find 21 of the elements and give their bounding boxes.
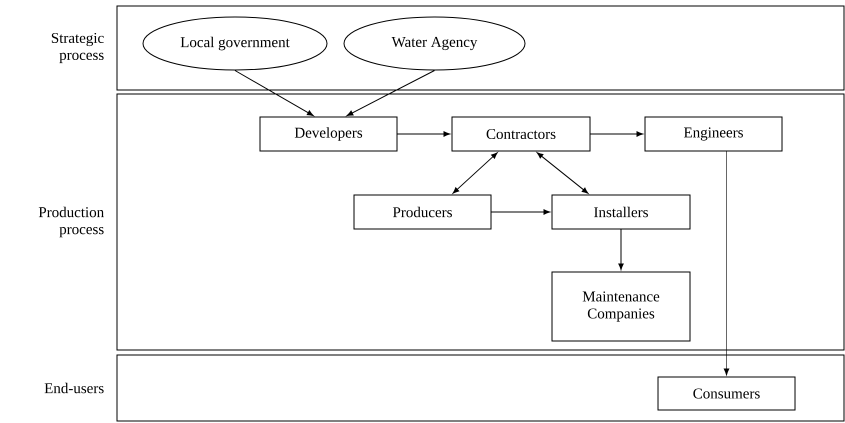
band-label: Production process: [38, 206, 104, 238]
arrow: [491, 209, 550, 215]
process-box: Developers: [260, 116, 398, 152]
ellipse-node: Local government: [142, 16, 328, 70]
process-box: Consumers: [658, 376, 796, 410]
arrow: [536, 152, 588, 194]
arrow: [724, 151, 730, 376]
arrow: [618, 229, 624, 270]
arrow: [590, 131, 643, 137]
arrow: [234, 70, 314, 116]
arrow: [346, 70, 435, 116]
ellipse-node: Water Agency: [344, 16, 526, 70]
arrow: [452, 152, 498, 194]
band-label: End-users: [44, 382, 104, 394]
process-box: Installers: [552, 194, 690, 230]
arrow: [397, 131, 450, 137]
process-box: Producers: [354, 194, 492, 230]
process-box: Engineers: [644, 116, 783, 152]
band-label: Strategic process: [52, 32, 104, 64]
process-box: Maintenance Companies: [552, 272, 690, 342]
process-box: Contractors: [452, 116, 590, 152]
